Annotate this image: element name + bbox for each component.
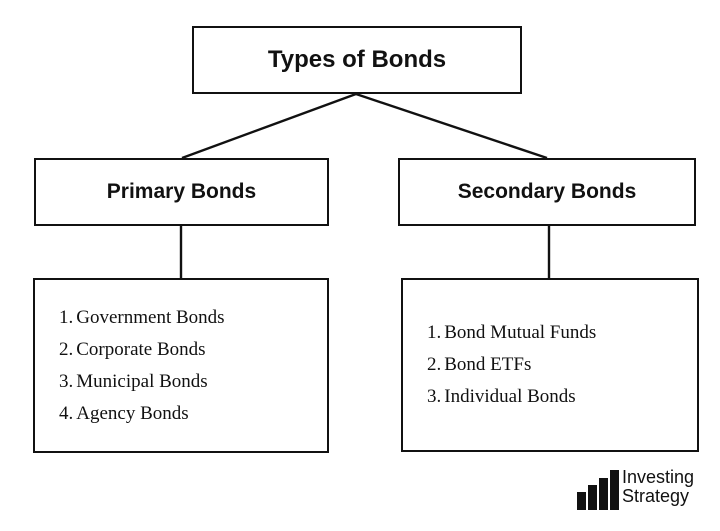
list-item: 4.Agency Bonds [59,398,327,430]
brand-name: Investing Strategy [622,468,694,506]
list-item-text: Bond Mutual Funds [444,322,597,343]
brand-name-line1: Investing [622,467,695,487]
list-item-text: Government Bonds [76,306,225,328]
list-item-number: 4. [59,402,74,424]
list-item-number: 2. [427,354,442,375]
list-item-number: 3. [59,370,74,392]
list-item: 3.Individual Bonds [427,381,697,413]
diagram-title: Types of Bonds [267,46,447,73]
list-item-text: Bond ETFs [444,354,532,375]
list-item: 1.Bond Mutual Funds [427,317,697,349]
secondary-bonds-list: 1.Bond Mutual Funds 2.Bond ETFs 3.Indivi… [401,278,699,452]
list-item-number: 1. [427,322,442,343]
brand-logo: Investing Strategy [576,468,716,516]
list-item: 2.Corporate Bonds [59,334,327,366]
primary-bonds-list: 1.Government Bonds 2.Corporate Bonds 3.M… [33,278,329,453]
list-item: 3.Municipal Bonds [59,366,327,398]
primary-bonds-label: Primary Bonds [106,180,257,203]
list-item-number: 2. [59,338,74,360]
list-item: 2.Bond ETFs [427,349,697,381]
list-item-text: Agency Bonds [76,402,189,424]
bar-chart-logo-icon [577,470,619,510]
list-item-number: 3. [427,386,442,407]
list-item-number: 1. [59,306,74,328]
list-item-text: Corporate Bonds [76,338,206,360]
secondary-bonds-label: Secondary Bonds [457,180,637,203]
secondary-bonds-box: Secondary Bonds [398,158,696,226]
primary-bonds-box: Primary Bonds [34,158,329,226]
list-item-text: Municipal Bonds [76,370,208,392]
brand-name-line2: Strategy [622,486,690,506]
list-item-text: Individual Bonds [444,386,576,407]
connector-title-to-primary [181,92,357,160]
connector-title-to-secondary [355,92,548,160]
title-box: Types of Bonds [192,26,522,94]
list-item: 1.Government Bonds [59,302,327,334]
